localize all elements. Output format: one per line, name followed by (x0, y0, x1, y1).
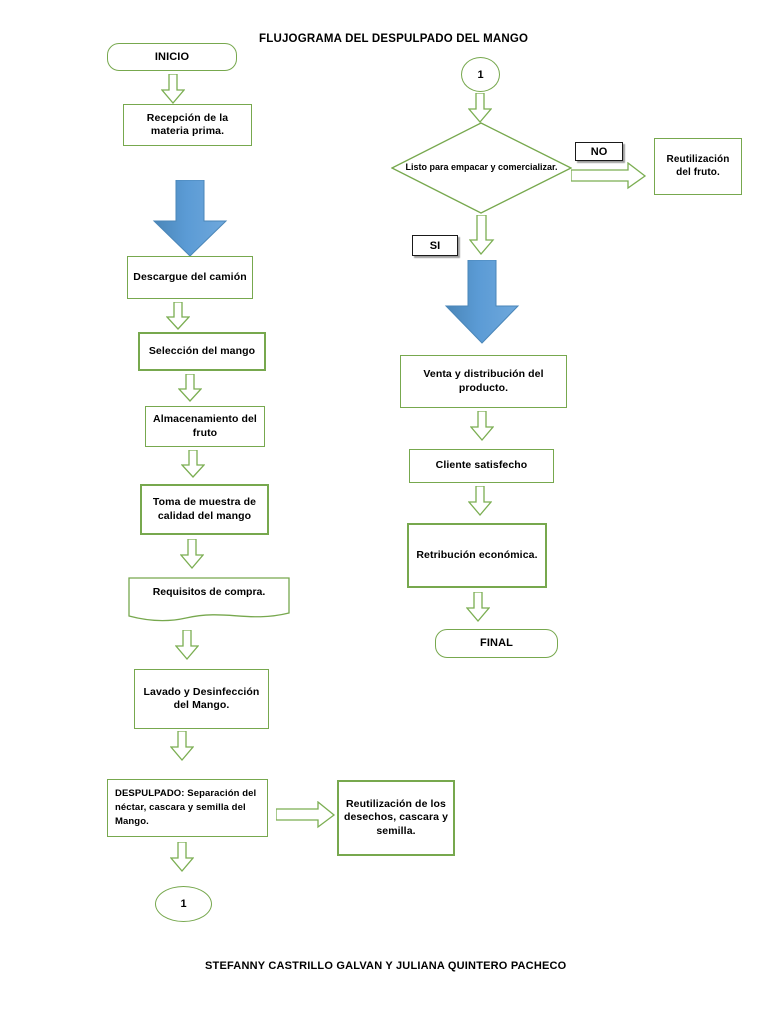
node-despulpado[interactable]: DESPULPADO: Separación del néctar, casca… (107, 779, 268, 837)
arrow-down-venta-to-cliente (470, 411, 494, 441)
node-decision-listo-para-empacar[interactable]: Listo para empacar y comercializar. (391, 122, 572, 214)
node-lavado-label: Lavado y Desinfección del Mango. (143, 685, 260, 711)
connector-out-1[interactable]: 1 (155, 886, 212, 922)
node-descargue-label: Descargue del camión (133, 270, 247, 283)
node-lavado-desinfeccion[interactable]: Lavado y Desinfección del Mango. (134, 669, 269, 729)
page-title: FLUJOGRAMA DEL DESPULPADO DEL MANGO (259, 33, 529, 45)
node-recepcion-label: Recepción de la materia prima. (146, 111, 229, 137)
node-venta-distribucion[interactable]: Venta y distribución del producto. (400, 355, 567, 408)
arrow-right-decision-no (571, 162, 647, 190)
node-venta-label: Venta y distribución del producto. (423, 368, 544, 394)
node-seleccion-label: Selección del mango (148, 344, 256, 357)
node-final[interactable]: FINAL (435, 629, 558, 658)
arrow-down-seleccion-to-almacenamiento (178, 374, 202, 402)
branch-label-no-text: NO (590, 145, 608, 158)
connector-in-label: 1 (477, 68, 484, 81)
branch-label-no: NO (575, 142, 623, 161)
node-final-label: FINAL (480, 637, 513, 650)
page-footer: STEFANNY CASTRILLO GALVAN Y JULIANA QUIN… (205, 960, 567, 972)
branch-label-si-text: SI (429, 239, 441, 252)
arrow-down-decision-si (469, 215, 495, 255)
node-despulpado-label: DESPULPADO: Separación del néctar, casca… (115, 788, 257, 827)
node-toma-muestra-label: Toma de muestra de calidad del mango (152, 496, 257, 522)
arrow-down-requisitos-to-lavado (175, 630, 199, 660)
connector-out-label: 1 (180, 898, 187, 910)
big-blue-arrow-down-2 (444, 260, 520, 345)
node-almacenamiento-label: Almacenamiento del fruto (153, 413, 257, 439)
node-almacenamiento-fruto[interactable]: Almacenamiento del fruto (145, 406, 265, 447)
arrow-down-lavado-to-despulpado (170, 731, 194, 761)
arrow-down-almacenamiento-to-toma (181, 450, 205, 478)
node-seleccion-mango[interactable]: Selección del mango (138, 332, 266, 371)
node-recepcion-materia-prima[interactable]: Recepción de la materia prima. (123, 104, 252, 146)
arrow-down-descargue-to-seleccion (166, 302, 190, 330)
node-reutilizacion-fruto-label: Reutilización del fruto. (666, 153, 730, 178)
arrow-down-connector-to-decision (468, 93, 492, 123)
arrow-down-toma-to-requisitos (180, 539, 204, 569)
arrow-right-despulpado-to-reutilizacion (276, 801, 336, 829)
node-descargue-camion[interactable]: Descargue del camión (127, 256, 253, 299)
node-inicio[interactable]: INICIO (107, 43, 237, 71)
connector-in-1[interactable]: 1 (461, 57, 500, 92)
node-reutilizacion-desechos-label: Reutilización de los desechos, cascara y… (343, 797, 449, 837)
node-requisitos-compra[interactable]: Requisitos de compra. (128, 577, 290, 624)
big-blue-arrow-down-1 (152, 180, 228, 258)
arrow-down-despulpado-to-connector (170, 842, 194, 872)
node-retribucion-label: Retribución económica. (416, 548, 538, 561)
node-cliente-satisfecho[interactable]: Cliente satisfecho (409, 449, 554, 483)
node-cliente-label: Cliente satisfecho (435, 459, 528, 472)
node-toma-muestra-calidad[interactable]: Toma de muestra de calidad del mango (140, 484, 269, 535)
arrow-down-retribucion-to-final (466, 592, 490, 622)
arrow-down-cliente-to-retribucion (468, 486, 492, 516)
node-inicio-label: INICIO (154, 50, 190, 63)
node-reutilizacion-desechos[interactable]: Reutilización de los desechos, cascara y… (337, 780, 455, 856)
node-reutilizacion-fruto[interactable]: Reutilización del fruto. (654, 138, 742, 195)
node-retribucion-economica[interactable]: Retribución económica. (407, 523, 547, 588)
branch-label-si: SI (412, 235, 458, 256)
arrow-down-inicio-to-recepcion (161, 74, 185, 104)
